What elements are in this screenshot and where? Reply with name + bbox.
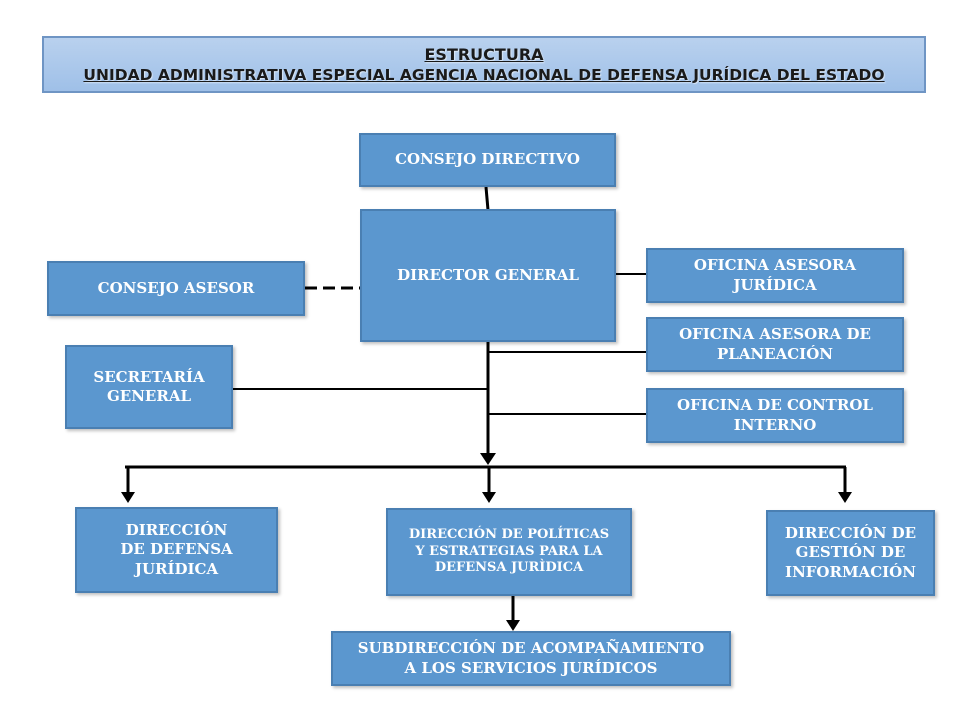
node-oficina-control: OFICINA DE CONTROL INTERNO xyxy=(646,388,904,443)
node-consejo-asesor: CONSEJO ASESOR xyxy=(47,261,305,316)
chart-title-banner: ESTRUCTURA UNIDAD ADMINISTRATIVA ESPECIA… xyxy=(42,36,926,93)
node-oficina-planeacion: OFICINA ASESORA DE PLANEACIÓN xyxy=(646,317,904,372)
arrow-trunk xyxy=(480,453,496,465)
node-direccion-defensa: DIRECCIÓN DE DEFENSA JURÍDICA xyxy=(75,507,278,593)
node-direccion-gestion: DIRECCIÓN DE GESTIÓN DE INFORMACIÓN xyxy=(766,510,935,596)
node-secretaria-general: SECRETARÍA GENERAL xyxy=(65,345,233,429)
connector-consejo-director xyxy=(484,186,490,211)
arrow-politicas xyxy=(482,492,496,503)
chart-title: ESTRUCTURA xyxy=(424,44,544,64)
node-consejo-directivo: CONSEJO DIRECTIVO xyxy=(359,133,616,187)
arrow-subdireccion xyxy=(506,620,520,631)
chart-subtitle: UNIDAD ADMINISTRATIVA ESPECIAL AGENCIA N… xyxy=(83,65,885,84)
arrow-gestion xyxy=(838,492,852,503)
node-oficina-juridica: OFICINA ASESORA JURÍDICA xyxy=(646,248,904,303)
node-subdireccion: SUBDIRECCIÓN DE ACOMPAÑAMIENTO A LOS SER… xyxy=(331,631,731,686)
arrow-defensa xyxy=(121,492,135,503)
node-director-general: DIRECTOR GENERAL xyxy=(360,209,616,342)
node-direccion-politicas: DIRECCIÓN DE POLÍTICAS Y ESTRATEGIAS PAR… xyxy=(386,508,632,596)
